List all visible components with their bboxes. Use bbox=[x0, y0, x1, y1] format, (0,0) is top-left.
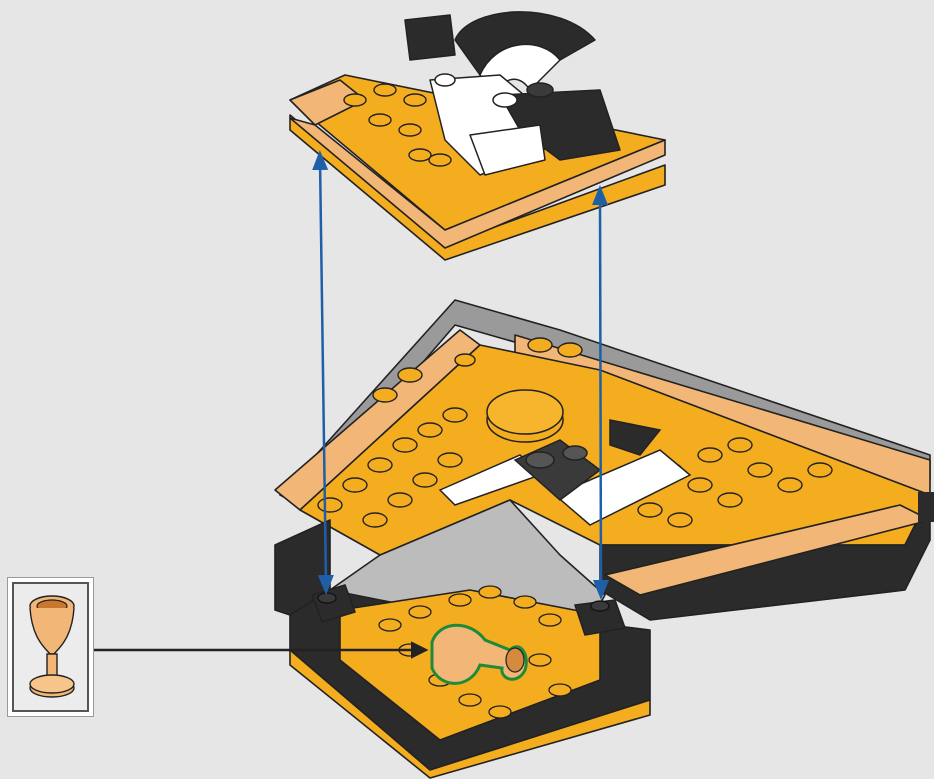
round-plate bbox=[487, 390, 563, 442]
goblet-icon bbox=[14, 584, 89, 712]
lower-assembly bbox=[275, 300, 930, 778]
parts-callout-frame bbox=[12, 582, 89, 712]
edge-marker bbox=[918, 492, 934, 522]
attach-arrow-right bbox=[600, 195, 601, 590]
parts-callout-box bbox=[7, 577, 94, 717]
